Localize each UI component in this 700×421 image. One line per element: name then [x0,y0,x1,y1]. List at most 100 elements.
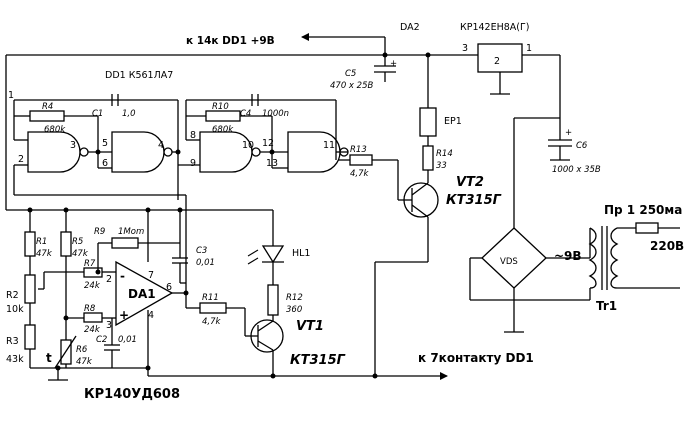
svg-text:C3: C3 [196,246,207,256]
svg-text:680k: 680k [212,125,234,135]
svg-text:R9: R9 [94,227,105,237]
svg-text:C5: C5 [345,69,356,79]
svg-text:680k: 680k [44,125,66,135]
svg-text:R4: R4 [42,102,53,112]
svg-text:C2: C2 [96,335,107,345]
svg-text:+: + [565,128,572,138]
svg-text:9: 9 [190,158,196,169]
svg-text:C6: C6 [576,141,588,151]
svg-text:+: + [119,308,129,322]
svg-text:EP1: EP1 [444,116,462,127]
hl1-label: HL1 [292,248,310,259]
svg-text:47k: 47k [76,357,93,367]
da2-part-label: КР142ЕН8А(Г) [460,22,530,33]
svg-text:R11: R11 [202,293,219,303]
transistor-vt1 [250,315,284,353]
ground-rail [30,310,448,381]
svg-text:360: 360 [286,305,302,315]
osc1-rc [13,94,179,200]
svg-text:47k: 47k [72,249,89,259]
dd1-label: DD1 К561ЛА7 [105,70,173,81]
svg-text:2: 2 [106,274,112,285]
svg-text:6: 6 [102,158,108,169]
svg-text:7: 7 [148,270,154,281]
svg-text:C1: C1 [92,109,103,119]
svg-text:4: 4 [148,310,154,321]
opamp-part-label: КР140УД608 [84,387,180,402]
svg-text:5: 5 [102,138,108,149]
svg-text:1000 х 35В: 1000 х 35В [552,165,601,175]
svg-text:1000n: 1000n [262,109,289,119]
svg-text:10k: 10k [6,304,24,315]
svg-text:+: + [390,59,397,69]
svg-text:t: t [46,351,52,365]
svg-text:4,7k: 4,7k [202,317,222,327]
buzzer-body [419,107,437,137]
svg-text:R13: R13 [350,145,367,155]
svg-text:3: 3 [70,140,76,151]
svg-text:12: 12 [262,138,274,149]
transformer-tr1 [588,222,680,290]
svg-text:R8: R8 [84,304,96,314]
gate1-enable-wire [13,165,187,283]
vt1-label: VT1 [296,319,324,334]
svg-text:24k: 24k [84,325,101,335]
svg-text:43k: 43k [6,354,24,365]
text-labels: к 14к DD1 +9В DA2 КР142ЕН8А(Г) 3 2 1 DD1… [6,22,684,402]
svg-text:47k: 47k [36,249,53,259]
svg-text:33: 33 [436,161,447,171]
pin7-label: к 7контакту DD1 [418,351,534,365]
resistor-r4 [29,110,65,122]
svg-text:R3: R3 [6,336,19,347]
resistor-r10 [205,110,241,122]
svg-text:0,01: 0,01 [118,335,137,345]
resistor-r1 [24,231,36,257]
da1-label: DA1 [128,287,156,301]
left-rail [6,209,181,262]
svg-text:1: 1 [526,43,532,54]
svg-text:10: 10 [242,140,254,151]
svg-text:R10: R10 [212,102,229,112]
svg-text:470 х 25В: 470 х 25В [330,81,373,91]
svg-text:2: 2 [18,154,24,165]
svg-text:C4: C4 [240,109,251,119]
vt2-label: VT2 [456,175,484,190]
opamp-da1 [112,260,187,327]
regulator-da2 [477,43,561,128]
resistor-r13 [336,154,412,201]
potentiometer-r2 [24,274,36,304]
vt2-part-label: КТ315Г [446,193,502,208]
resistor-r11 [199,302,227,314]
resistor-r9 [111,237,139,249]
resistor-r5 [60,231,72,257]
svg-text:4: 4 [158,140,164,151]
gate-2 [97,131,178,173]
svg-text:3: 3 [106,320,112,331]
svg-text:R14: R14 [436,149,453,159]
svg-text:13: 13 [266,158,278,169]
svg-text:4,7k: 4,7k [350,169,370,179]
fuse-label: Пр 1 250ма [604,203,682,217]
fuse-pr1 [635,222,659,234]
gate-4 [271,131,349,173]
resistor-r12 [267,284,279,316]
svg-text:11: 11 [323,140,335,151]
mains-label: 220В [650,239,684,253]
resistor-r14 [422,145,434,183]
svg-text:2: 2 [494,56,500,67]
vt1-part-label: КТ315Г [290,353,346,368]
supply-label: к 14к DD1 +9В [186,35,275,47]
da2-label: DA2 [400,22,420,33]
svg-text:R6: R6 [76,345,88,355]
junction-dots [27,52,431,379]
transformer-label: Tr1 [596,299,617,313]
resistor-r3 [24,324,36,350]
buzzer-ep1 [419,96,437,146]
svg-text:-: - [120,269,125,283]
svg-text:R1: R1 [36,237,47,247]
svg-text:3: 3 [462,43,468,54]
supply-rail [5,33,500,210]
svg-text:R2: R2 [6,290,19,301]
regulator-body [477,43,523,73]
